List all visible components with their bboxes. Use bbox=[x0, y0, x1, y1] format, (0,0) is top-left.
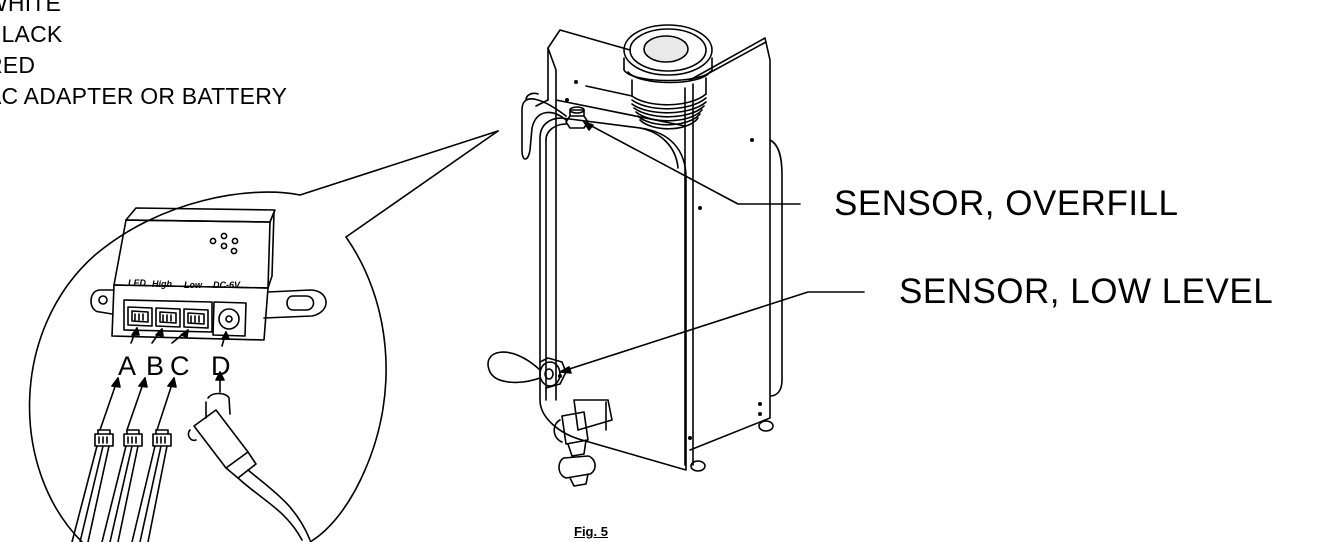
fill-cap bbox=[623, 24, 713, 130]
dc-jack bbox=[212, 301, 247, 337]
drain-valve bbox=[553, 399, 613, 487]
port-tag-led: LED bbox=[128, 278, 147, 288]
port-tag-dc: DC-6V bbox=[213, 280, 241, 290]
port-arrows bbox=[99, 327, 230, 431]
connector-socket-b bbox=[155, 307, 181, 328]
connector-socket-c bbox=[183, 308, 209, 329]
legend-item-black: BLACK bbox=[0, 21, 63, 47]
connector-socket-a bbox=[127, 306, 153, 327]
legend-item-power: AC ADAPTER OR BATTERY bbox=[0, 83, 288, 109]
dc-power-plug bbox=[187, 392, 311, 541]
label-sensor-low-level: SENSOR, LOW LEVEL bbox=[899, 272, 1274, 311]
leader-overfill bbox=[583, 121, 801, 205]
water-tank bbox=[487, 24, 783, 487]
label-sensor-overfill: SENSOR, OVERFILL bbox=[834, 184, 1179, 223]
port-letter-b: B bbox=[146, 351, 164, 381]
legend-item-red: RED bbox=[0, 52, 36, 78]
overfill-fitting bbox=[565, 106, 589, 129]
wire-plug-c bbox=[131, 429, 172, 542]
wire-plug-b bbox=[101, 429, 143, 542]
port-letter-a: A bbox=[118, 351, 136, 381]
port-tag-low: Low bbox=[184, 280, 203, 290]
low-level-fitting bbox=[539, 357, 567, 389]
port-letter-d: D bbox=[211, 351, 231, 381]
wire-plug-a bbox=[71, 429, 114, 542]
legend-item-white: WHITE bbox=[0, 0, 62, 16]
magnifier-bubble bbox=[28, 130, 499, 542]
port-letter-c: C bbox=[170, 351, 190, 381]
wire-color-legend: WHITE BLACK RED AC ADAPTER OR BATTERY bbox=[0, 0, 287, 112]
figure-caption: Fig. 5 bbox=[574, 524, 608, 539]
control-module: LED High Low DC-6V bbox=[90, 207, 327, 341]
port-tag-high: High bbox=[152, 279, 172, 289]
leader-low-level bbox=[559, 291, 865, 374]
